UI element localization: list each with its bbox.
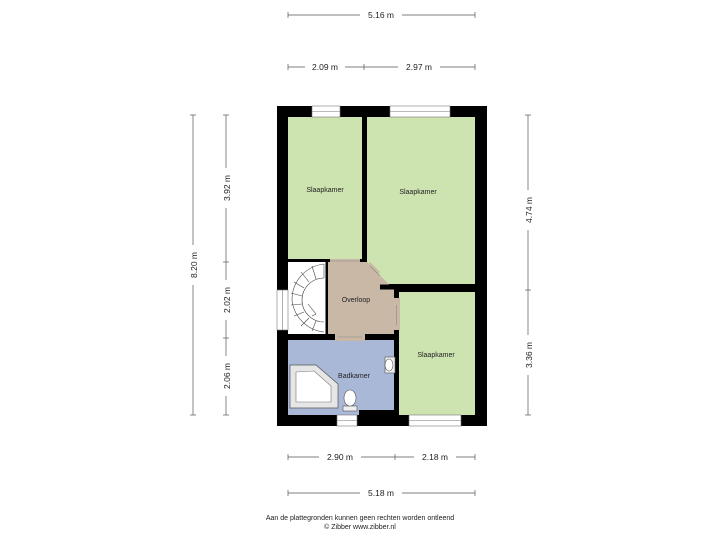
footer-credit: © Zibber www.zibber.nl: [324, 524, 396, 531]
dimension-top-total: 5.16 m: [287, 9, 476, 21]
dim-label-top-right: 2.97 m: [406, 62, 432, 72]
dim-label-top-left: 2.09 m: [312, 62, 338, 72]
room-bedroom-top-left: [288, 117, 362, 259]
doors: [330, 259, 400, 341]
room-label-bedroom-top-right: Slaapkamer: [399, 189, 437, 196]
room-bedroom-top-right: [367, 117, 475, 284]
room-label-bedroom-top-left: Slaapkamer: [306, 187, 344, 194]
dim-label-bottom-total: 5.18 m: [368, 488, 394, 498]
dimension-left-total: 8.20 m: [187, 114, 199, 416]
room-label-bedroom-bottom-right: Slaapkamer: [417, 352, 455, 359]
footer-disclaimer: Aan de plattegronden kunnen geen rechten…: [265, 515, 455, 522]
dimension-bottom-total: 5.18 m: [287, 487, 476, 499]
room-label-bathroom: Badkamer: [338, 373, 371, 380]
dim-label-right-lower: 3.36 m: [524, 342, 534, 368]
room-bedroom-bottom-right: [399, 292, 475, 415]
dimension-right-split: 4.74 m 3.36 m: [522, 114, 534, 416]
dimension-left-split: 3.92 m 2.02 m 2.06 m: [220, 114, 232, 416]
dim-label-left-lower: 2.06 m: [222, 363, 232, 389]
bathtub-icon: [289, 364, 339, 409]
stairs-icon: [290, 263, 325, 333]
dimension-top-split: 2.09 m 2.97 m: [287, 61, 476, 73]
room-landing: [328, 262, 395, 334]
dim-label-bottom-left: 2.90 m: [327, 452, 353, 462]
dim-label-left-total: 8.20 m: [189, 252, 199, 278]
wall-block: [359, 410, 399, 426]
dim-label-right-upper: 4.74 m: [524, 197, 534, 223]
dim-label-top-total: 5.16 m: [368, 10, 394, 20]
windows: [276, 105, 462, 427]
sink-icon: [384, 356, 396, 374]
dim-label-bottom-right: 2.18 m: [422, 452, 448, 462]
dim-label-left-middle: 2.02 m: [222, 287, 232, 313]
toilet-icon: [342, 389, 358, 412]
dimension-bottom-split: 2.90 m 2.18 m: [287, 451, 476, 463]
interior-walls: [288, 117, 475, 415]
room-label-landing: Overloop: [342, 297, 371, 304]
dim-label-left-upper: 3.92 m: [222, 175, 232, 201]
stair-area: [288, 262, 326, 334]
